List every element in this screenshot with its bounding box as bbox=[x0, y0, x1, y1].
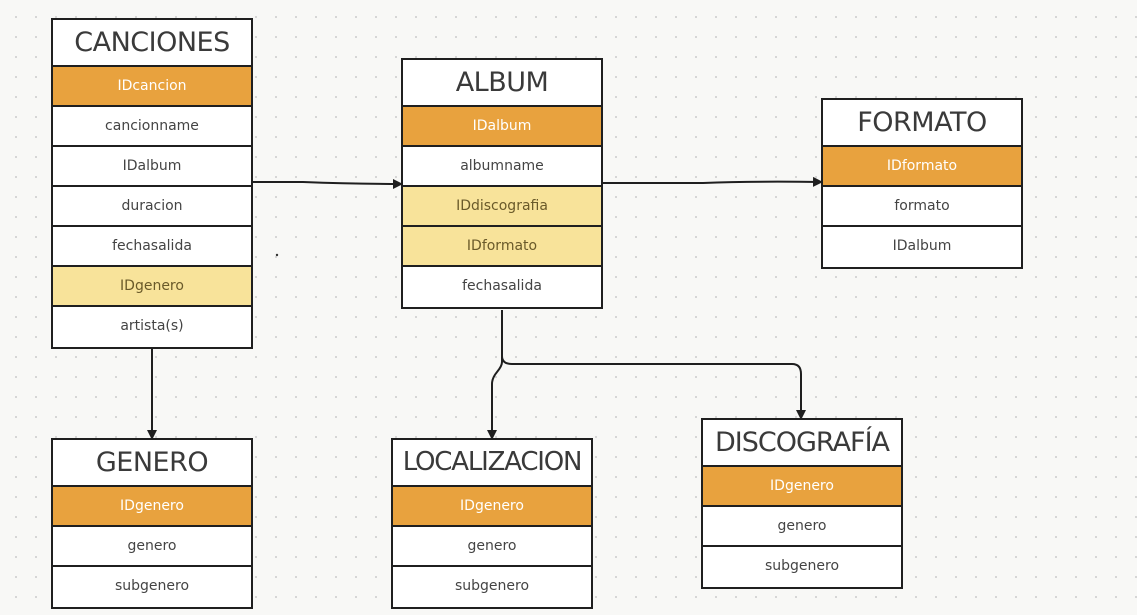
connector-album-formato[interactable] bbox=[603, 176, 823, 187]
field-idcancion[interactable]: IDcancion bbox=[53, 67, 251, 107]
field-idformato[interactable]: IDformato bbox=[403, 227, 601, 267]
field-subgenero[interactable]: subgenero bbox=[454, 578, 530, 594]
field-idgenero[interactable]: IDgenero bbox=[393, 487, 591, 527]
entity-formato[interactable]: FORMATO IDformato formato IDalbum bbox=[821, 98, 1023, 269]
entity-genero[interactable]: GENERO IDgenero genero subgenero bbox=[51, 438, 253, 609]
field-subgenero[interactable]: subgenero bbox=[114, 578, 190, 594]
field-idgenero[interactable]: IDgenero bbox=[703, 467, 901, 507]
field-cancionname[interactable]: cancionname bbox=[53, 107, 251, 147]
entity-title: LOCALIZACION bbox=[393, 440, 591, 487]
field-genero[interactable]: genero bbox=[393, 527, 591, 567]
entity-title: CANCIONES bbox=[53, 20, 251, 67]
field-duracion[interactable]: duracion bbox=[53, 187, 251, 227]
field-genero[interactable]: genero bbox=[703, 507, 901, 547]
entity-title: FORMATO bbox=[823, 100, 1021, 147]
field-idalbum[interactable]: IDalbum bbox=[53, 147, 251, 187]
field-idformato[interactable]: IDformato bbox=[823, 147, 1021, 187]
field-idalbum[interactable]: IDalbum bbox=[892, 238, 952, 254]
connector-album-localizacion[interactable] bbox=[487, 310, 503, 440]
entity-localizacion[interactable]: LOCALIZACION IDgenero genero subgenero bbox=[391, 438, 593, 609]
entity-album[interactable]: ALBUM IDalbum albumname IDdiscografia ID… bbox=[401, 58, 603, 309]
entity-title: ALBUM bbox=[403, 60, 601, 107]
entity-title: GENERO bbox=[53, 440, 251, 487]
field-idgenero[interactable]: IDgenero bbox=[53, 267, 251, 307]
connector-canciones-album[interactable] bbox=[253, 178, 403, 189]
field-fechasalida[interactable]: fechasalida bbox=[462, 278, 542, 294]
entity-discografia[interactable]: DISCOGRAFÍA IDgenero genero subgenero bbox=[701, 418, 903, 589]
stray-dot bbox=[275, 253, 279, 257]
connector-album-discografia[interactable] bbox=[501, 355, 806, 420]
field-subgenero[interactable]: subgenero bbox=[764, 558, 840, 574]
entity-canciones[interactable]: CANCIONES IDcancion cancionname IDalbum … bbox=[51, 18, 253, 349]
entity-title: DISCOGRAFÍA bbox=[703, 420, 901, 467]
field-fechasalida[interactable]: fechasalida bbox=[53, 227, 251, 267]
field-iddiscografia[interactable]: IDdiscografia bbox=[403, 187, 601, 227]
field-idalbum[interactable]: IDalbum bbox=[403, 107, 601, 147]
field-artistas[interactable]: artista(s) bbox=[120, 318, 184, 334]
field-genero[interactable]: genero bbox=[53, 527, 251, 567]
field-albumname[interactable]: albumname bbox=[403, 147, 601, 187]
field-formato[interactable]: formato bbox=[823, 187, 1021, 227]
field-idgenero[interactable]: IDgenero bbox=[53, 487, 251, 527]
